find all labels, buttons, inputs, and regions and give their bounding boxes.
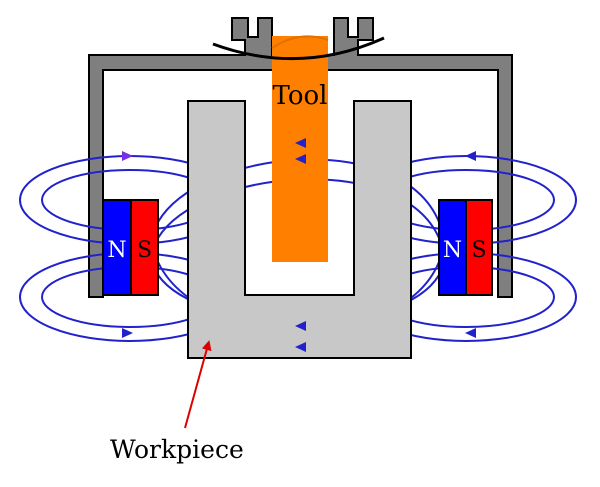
right-magnet-north-label: N xyxy=(443,238,462,263)
field-arrow-icon xyxy=(295,342,306,352)
left-magnet-south-pole xyxy=(130,199,159,296)
right-magnet-north-pole xyxy=(438,199,467,296)
wire xyxy=(212,36,385,61)
field-arrow-icon xyxy=(295,154,306,164)
left-magnet-south-label: S xyxy=(137,238,152,263)
field-arrow-icon xyxy=(122,328,133,338)
field-arrow-icon xyxy=(465,328,476,338)
tool-top-highlight xyxy=(271,35,329,49)
left-magnet-north-label: N xyxy=(107,238,126,263)
field-arrow-icon xyxy=(295,138,306,148)
tool: Tool xyxy=(271,35,329,262)
right-magnet-south-label: S xyxy=(471,238,486,263)
housing-frame xyxy=(88,17,513,298)
left-magnet-north-pole xyxy=(102,199,132,296)
right-magnet-south-pole xyxy=(465,199,493,296)
field-line-arrows xyxy=(122,138,476,352)
workpiece-callout: Workpiece xyxy=(110,340,244,464)
workpiece-label: Workpiece xyxy=(110,435,244,464)
tool-body xyxy=(272,36,328,262)
left-magnet: N S xyxy=(102,199,159,296)
field-arrow-icon xyxy=(122,151,133,161)
workpiece-body xyxy=(187,100,412,359)
field-arrow-icon xyxy=(465,151,476,161)
field-arrow-icon xyxy=(295,321,306,331)
right-magnet: N S xyxy=(438,199,493,296)
workpiece xyxy=(187,100,412,359)
tool-label: Tool xyxy=(273,81,328,111)
workpiece-leader-line xyxy=(184,340,212,429)
housing xyxy=(88,17,513,298)
